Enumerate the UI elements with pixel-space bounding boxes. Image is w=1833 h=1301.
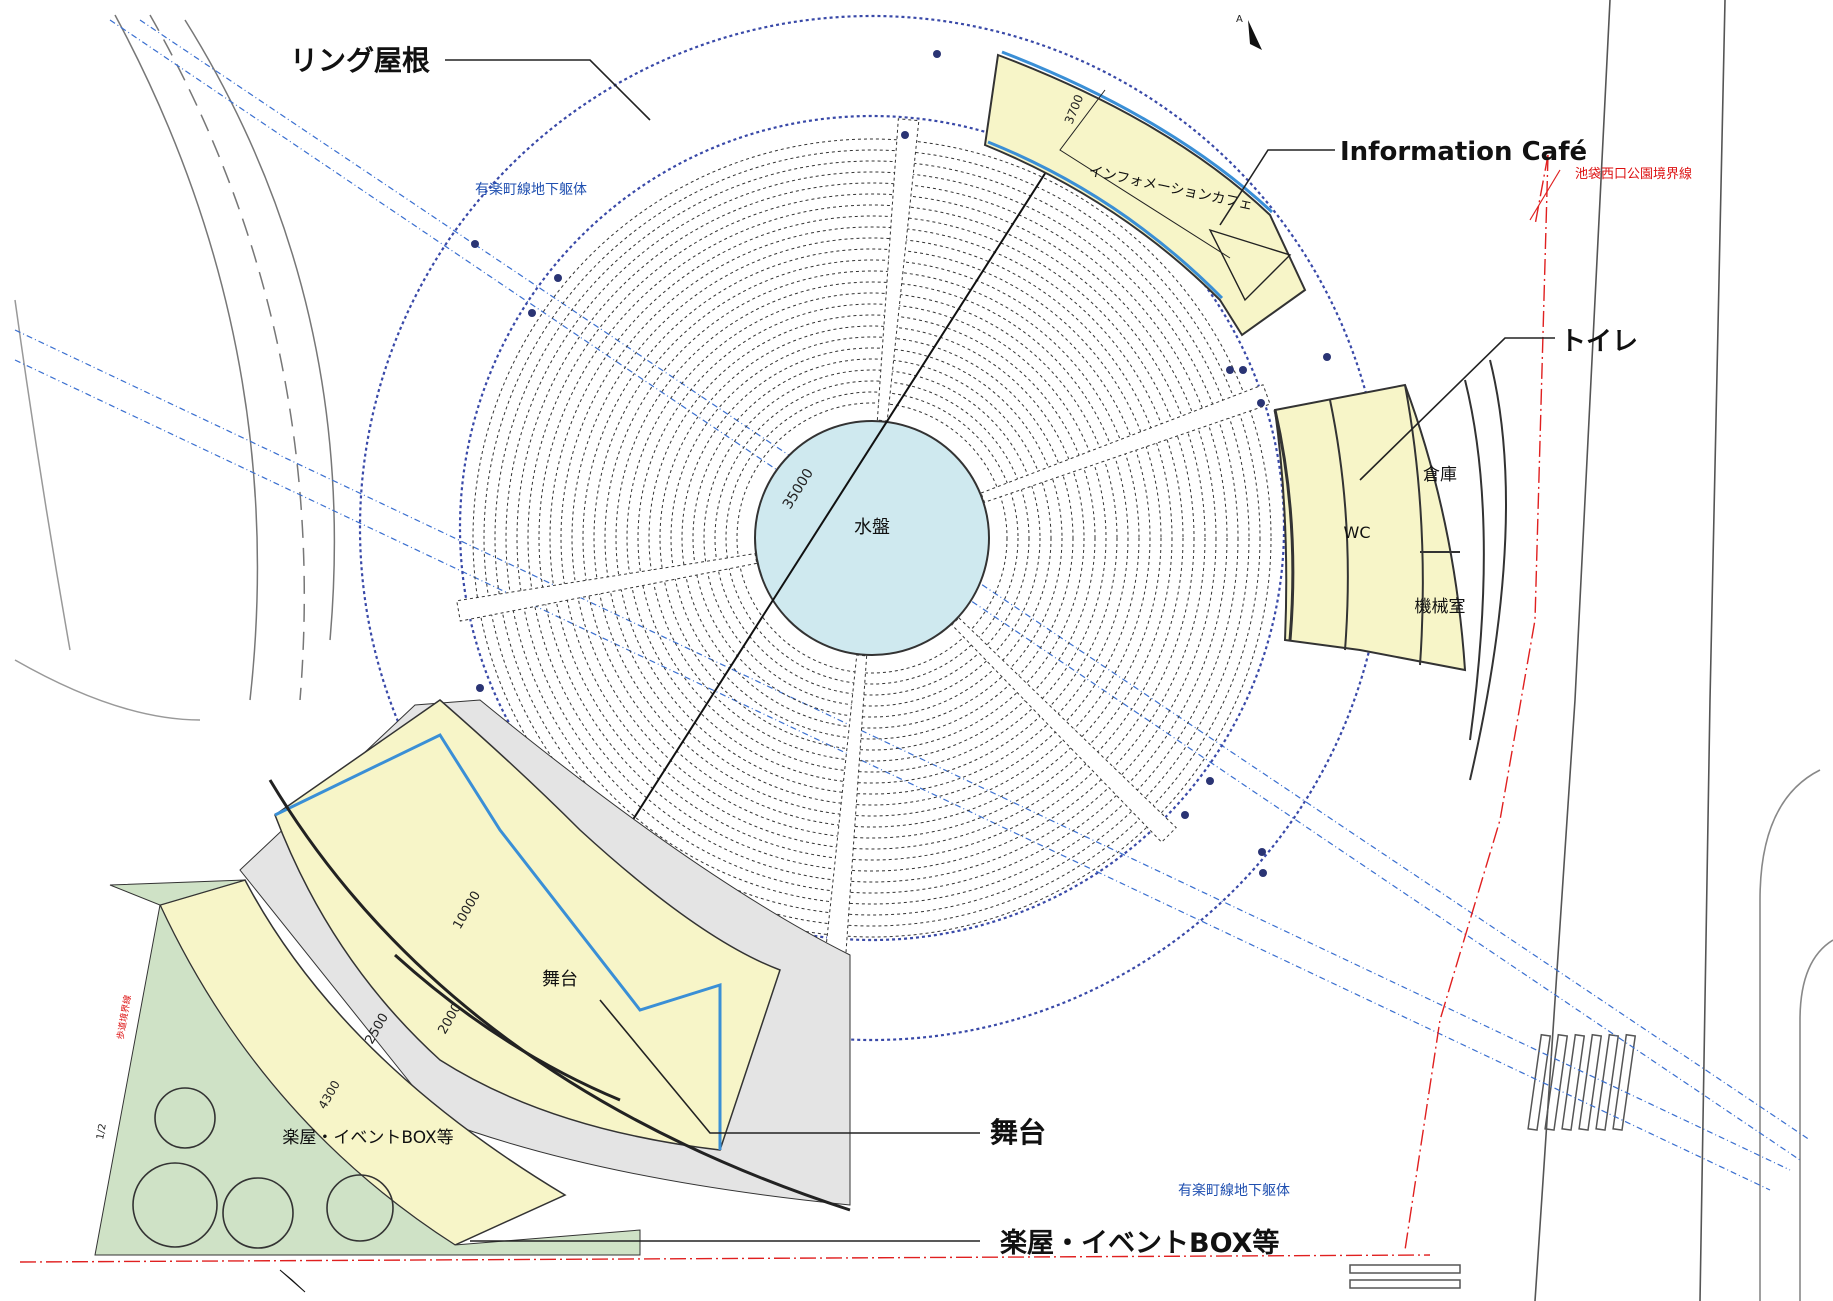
column-dot <box>1239 366 1247 374</box>
seating-ring <box>527 193 1217 883</box>
subway-note-top: 有楽町線地下躯体 <box>475 182 587 198</box>
water-basin <box>754 420 990 656</box>
road-arcs <box>14 14 336 721</box>
seating-rings <box>472 138 1272 938</box>
park-boundary-note: 池袋西口公園境界線 <box>1575 166 1692 182</box>
seating-ring <box>736 402 1008 674</box>
seating-ring <box>483 149 1261 927</box>
side-red-note: 歩道境界線 <box>114 994 134 1040</box>
aisle <box>951 617 1177 843</box>
seating-ring <box>549 215 1195 861</box>
aisle <box>824 654 868 958</box>
column-dot <box>471 240 479 248</box>
seating-ring <box>626 292 1118 784</box>
info-cafe-callout: Information Café <box>1340 137 1587 167</box>
seating-ring <box>637 303 1107 773</box>
column-dot <box>1181 811 1189 819</box>
column-dot <box>1257 399 1265 407</box>
seating-ring <box>714 380 1030 696</box>
stage-room-label: 舞台 <box>542 969 578 990</box>
seating-ring <box>725 391 1019 685</box>
water-basin-label: 水盤 <box>854 517 890 538</box>
seating-ring <box>494 160 1250 916</box>
seating-ring <box>659 325 1085 751</box>
info-cafe-building: インフォメーションカフェ 3700 <box>983 50 1307 337</box>
column-dot <box>1226 366 1234 374</box>
tree-icon <box>132 1087 394 1249</box>
column-dot <box>933 50 941 58</box>
column-dot <box>554 274 562 282</box>
dressing-room-label: 楽屋・イベントBOX等 <box>282 1128 453 1148</box>
column-dot <box>476 684 484 692</box>
callout-leaders <box>445 59 1555 1242</box>
seating-ring <box>681 347 1063 729</box>
aisle <box>456 553 758 622</box>
right-road <box>1534 0 1833 1301</box>
seating-ring <box>648 314 1096 762</box>
dressing-callout: 楽屋・イベントBOX等 <box>1000 1227 1279 1259</box>
column-dot <box>1323 353 1331 361</box>
aisle <box>980 384 1271 503</box>
seating-ring <box>505 171 1239 905</box>
wc-label: WC <box>1344 523 1371 542</box>
seating-ring <box>582 248 1162 828</box>
column-dot <box>1206 777 1214 785</box>
stage-building: 舞台 楽屋・イベントBOX等 10000 2000 2500 4300 1/2 <box>94 699 851 1256</box>
subway-note-bottom: 有楽町線地下躯体 <box>1178 1183 1290 1199</box>
aisle <box>876 118 920 422</box>
seating-ring <box>703 369 1041 707</box>
column-dot <box>528 309 536 317</box>
ring-roof-callout: リング屋根 <box>290 44 430 77</box>
radial-aisles <box>456 118 1271 958</box>
toilet-building: 倉庫 WC 機械室 <box>1273 359 1507 781</box>
seating-ring <box>571 237 1173 839</box>
seating-ring <box>538 204 1206 872</box>
seating-ring <box>670 336 1074 740</box>
crosswalk <box>1349 1033 1637 1289</box>
seating-ring <box>472 138 1272 938</box>
seating-ring <box>604 270 1140 806</box>
toilet-callout: トイレ <box>1560 327 1638 357</box>
seating-ring <box>692 358 1052 718</box>
seating-ring <box>516 182 1228 894</box>
boundary-leader <box>1529 169 1561 221</box>
storage-label: 倉庫 <box>1423 465 1457 485</box>
seating-ring <box>560 226 1184 850</box>
column-dot <box>1258 848 1266 856</box>
dim-1-2: 1/2 <box>95 1123 109 1141</box>
column-dot <box>1259 869 1267 877</box>
machine-room-label: 機械室 <box>1415 597 1466 617</box>
seating-ring <box>593 259 1151 817</box>
north-arrow-icon <box>279 1269 306 1293</box>
seating-ring <box>615 281 1129 795</box>
column-dot <box>901 131 909 139</box>
svg-text:A: A <box>1236 14 1243 25</box>
ring-inner-outline <box>458 114 1286 942</box>
park-boundary-line <box>19 154 1549 1263</box>
stage-callout: 舞台 <box>990 1116 1046 1149</box>
north-arrow-icon: A <box>1236 14 1262 50</box>
